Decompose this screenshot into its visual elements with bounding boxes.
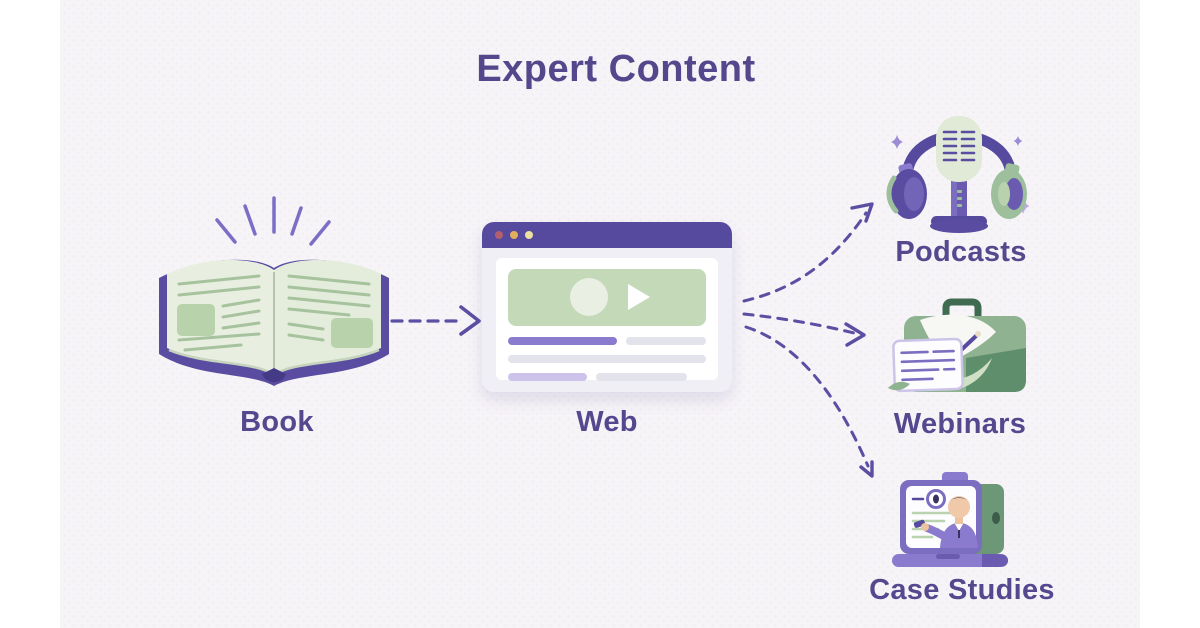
podcasts-label: Podcasts <box>895 236 1027 268</box>
text-bar <box>508 337 617 345</box>
window-dot-red <box>495 231 503 239</box>
text-bar <box>625 337 706 345</box>
browser-video-player-icon <box>482 222 732 392</box>
text-placeholder-rows <box>508 337 706 381</box>
text-bar <box>508 373 588 381</box>
page-title: Expert Content <box>476 48 756 90</box>
book-text-lines <box>177 274 371 352</box>
book-rays <box>215 196 331 246</box>
play-icon <box>628 284 650 310</box>
browser-content <box>496 258 718 381</box>
presenter-figure <box>913 496 978 548</box>
microphone-headphones-icon <box>886 116 1030 233</box>
hero-circle <box>570 278 608 316</box>
book-image-block-right <box>331 318 373 348</box>
book-label: Book <box>240 406 314 438</box>
text-bar <box>508 355 706 363</box>
book-image-block-left <box>177 304 215 336</box>
web-label: Web <box>576 406 638 438</box>
open-book-icon <box>159 196 389 386</box>
briefcase-notes-icon <box>888 298 1026 393</box>
window-dot-amber <box>510 231 518 239</box>
case-studies-label: Case Studies <box>869 574 1055 606</box>
laptop-presenter-icon <box>892 472 1008 567</box>
browser-title-bar <box>482 222 732 248</box>
window-dot-cream <box>525 231 533 239</box>
video-hero-block <box>508 269 706 326</box>
webinars-label: Webinars <box>893 408 1027 440</box>
notes-paper <box>892 337 964 393</box>
text-bar <box>596 373 688 381</box>
mic-grill-lines <box>942 130 976 162</box>
